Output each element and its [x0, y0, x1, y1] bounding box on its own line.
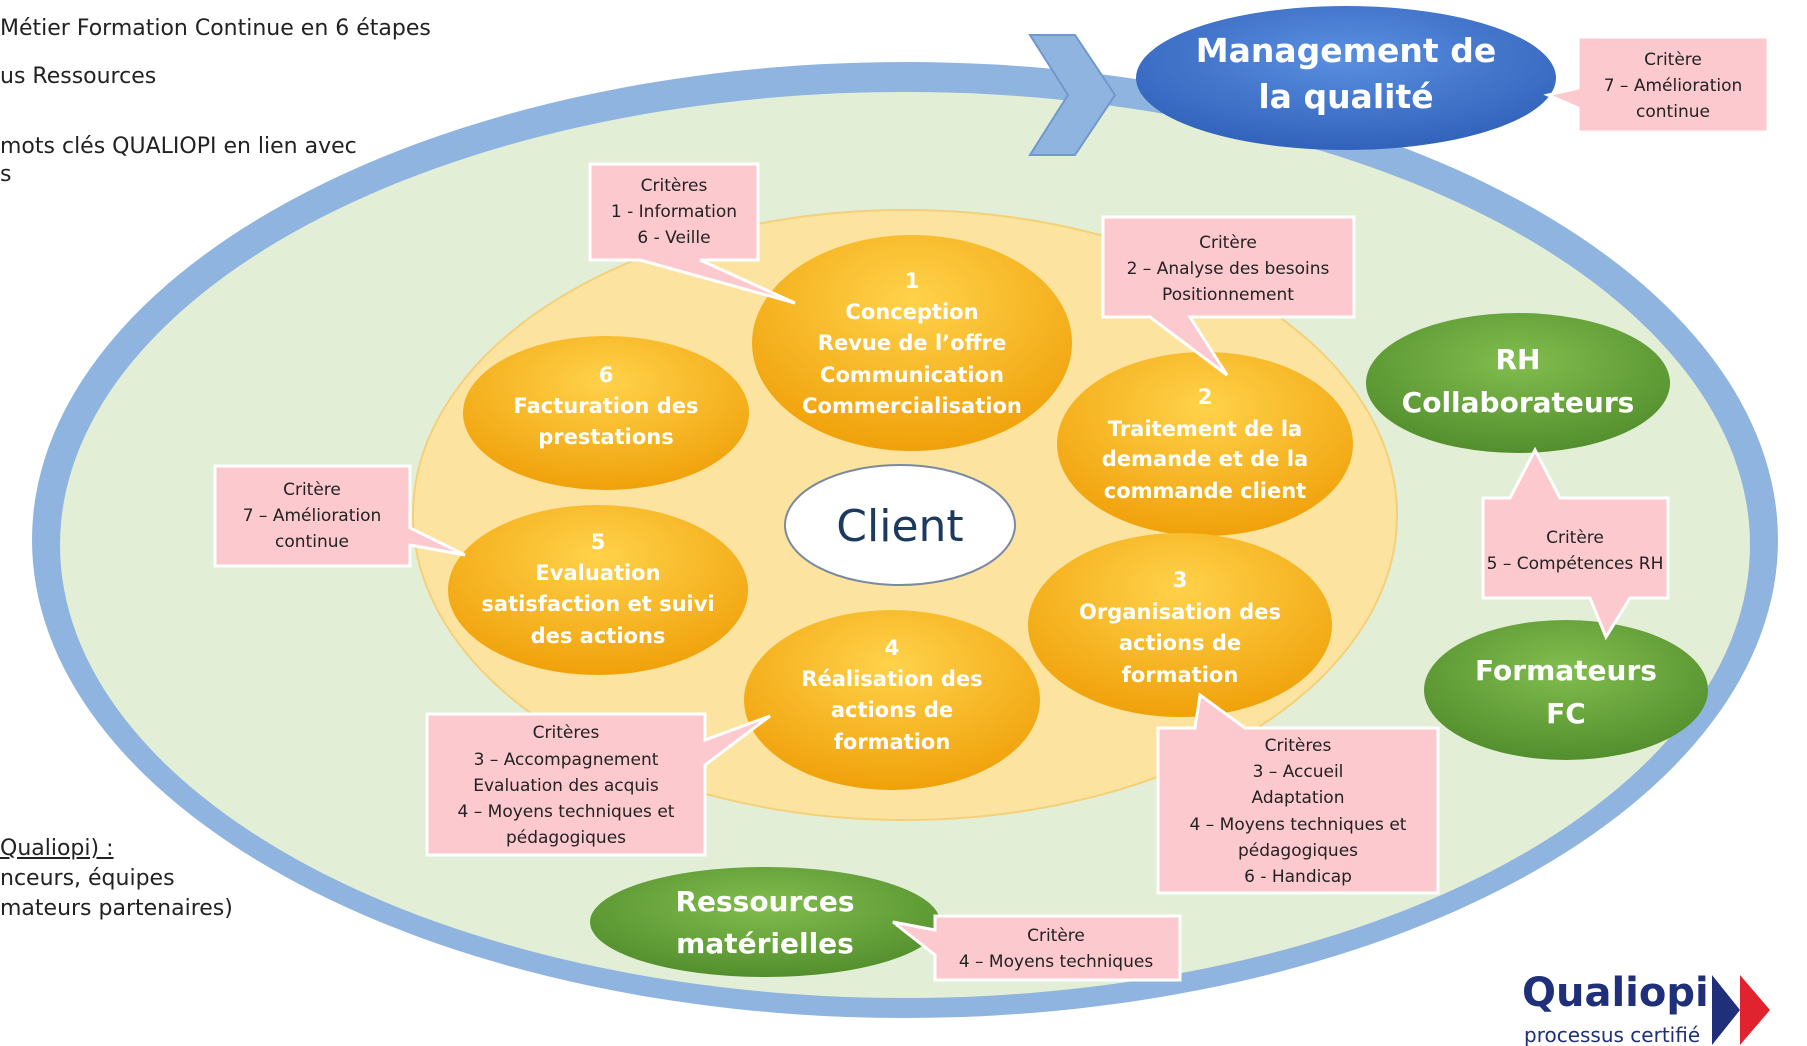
step-3-number: 3	[1173, 568, 1188, 592]
svg-text:pédagogiques: pédagogiques	[1238, 841, 1358, 861]
step-1-line-4: Commercialisation	[802, 394, 1022, 418]
step-2-line-3: commande client	[1104, 479, 1306, 503]
step-4-line-2: actions de	[831, 698, 953, 722]
svg-text:7 – Amélioration: 7 – Amélioration	[1604, 76, 1743, 96]
ressources-materielles: Ressources matérielles	[590, 867, 940, 977]
svg-text:Adaptation: Adaptation	[1252, 788, 1345, 808]
svg-text:Critère: Critère	[283, 480, 341, 500]
step-5-number: 5	[591, 530, 606, 554]
materielles-line-2: matérielles	[676, 927, 854, 960]
rh-line-1: RH	[1496, 343, 1541, 376]
management-line-2: la qualité	[1258, 77, 1433, 116]
step-6-line-1: Facturation des	[514, 394, 699, 418]
step-5-line-2: satisfaction et suivi	[481, 592, 714, 616]
svg-text:Critère: Critère	[1199, 233, 1257, 253]
callout-competences: Critère 5 – Compétences RH	[1481, 446, 1670, 641]
left-note-5: Qualiopi) :	[0, 836, 114, 861]
svg-text:Critère: Critère	[1644, 50, 1702, 70]
svg-text:Evaluation des acquis: Evaluation des acquis	[473, 776, 659, 796]
svg-text:Critère: Critère	[1027, 926, 1085, 946]
logo-arrow-blue-icon	[1712, 975, 1740, 1045]
svg-text:continue: continue	[1636, 102, 1710, 122]
formateurs-line-2: FC	[1546, 697, 1586, 730]
svg-text:3 – Accueil: 3 – Accueil	[1253, 762, 1344, 782]
callout-amelioration-left: Critère 7 – Amélioration continue	[213, 464, 466, 568]
step-2-number: 2	[1198, 385, 1213, 409]
svg-text:4 – Moyens techniques: 4 – Moyens techniques	[959, 952, 1154, 972]
callout-analyse: Critère 2 – Analyse des besoins Position…	[1101, 215, 1356, 377]
left-note-3: mots clés QUALIOPI en lien avec	[0, 134, 357, 159]
logo-name: Qualiopi	[1522, 970, 1709, 1016]
step-5-line-1: Evaluation	[535, 561, 660, 585]
svg-text:pédagogiques: pédagogiques	[506, 828, 626, 848]
callout-accompagnement: Critères 3 – Accompagnement Evaluation d…	[425, 712, 771, 857]
left-note-4: s	[0, 162, 12, 187]
svg-text:4 – Moyens techniques et: 4 – Moyens techniques et	[1190, 815, 1407, 835]
rh-collaborateurs: RH Collaborateurs	[1366, 313, 1670, 453]
step-6: 6 Facturation des prestations	[463, 336, 749, 490]
step-3-line-2: actions de	[1119, 631, 1241, 655]
callout-accueil: Critères 3 – Accueil Adaptation 4 – Moye…	[1156, 692, 1440, 895]
step-1-line-3: Communication	[820, 363, 1004, 387]
svg-text:Critères: Critères	[641, 176, 708, 196]
client-label: Client	[836, 501, 963, 552]
step-1: 1 Conception Revue de l’offre Communicat…	[752, 235, 1072, 451]
svg-text:3 – Accompagnement: 3 – Accompagnement	[474, 750, 659, 770]
svg-text:2 – Analyse des besoins: 2 – Analyse des besoins	[1127, 259, 1330, 279]
left-note-7: mateurs partenaires)	[0, 896, 233, 921]
step-6-line-2: prestations	[538, 425, 673, 449]
callout-amelioration-top: Critère 7 – Amélioration continue	[1543, 35, 1770, 134]
svg-text:6 - Handicap: 6 - Handicap	[1244, 867, 1352, 887]
svg-text:5 – Compétences RH: 5 – Compétences RH	[1487, 554, 1664, 574]
step-2-line-2: demande et de la	[1102, 447, 1308, 471]
svg-text:Critère: Critère	[1546, 528, 1604, 548]
step-4: 4 Réalisation des actions de formation	[744, 610, 1040, 790]
left-note-2: us Ressources	[0, 64, 157, 89]
step-5-line-3: des actions	[531, 624, 666, 648]
left-note-6: nceurs, équipes	[0, 866, 175, 891]
ring-arrow-icon	[1028, 34, 1117, 156]
step-6-number: 6	[599, 363, 614, 387]
callout-information: Critères 1 - Information 6 - Veille	[588, 162, 796, 305]
step-2: 2 Traitement de la demande et de la comm…	[1057, 352, 1353, 536]
logo-tagline: processus certifié	[1524, 1023, 1700, 1046]
svg-text:continue: continue	[275, 532, 349, 552]
step-3: 3 Organisation des actions de formation	[1028, 533, 1332, 717]
svg-text:Critères: Critères	[533, 723, 600, 743]
formateurs-fc: Formateurs FC	[1424, 620, 1708, 760]
formateurs-line-1: Formateurs	[1475, 654, 1657, 687]
left-note-1: Métier Formation Continue en 6 étapes	[0, 16, 431, 41]
callout-moyens: Critère 4 – Moyens techniques	[892, 914, 1182, 982]
step-5: 5 Evaluation satisfaction et suivi des a…	[448, 505, 748, 675]
step-2-line-1: Traitement de la	[1108, 417, 1302, 441]
qualiopi-logo: Qualiopi processus certifié	[1522, 970, 1770, 1046]
step-3-line-1: Organisation des	[1079, 600, 1281, 624]
svg-text:6 - Veille: 6 - Veille	[637, 228, 710, 248]
step-3-line-3: formation	[1122, 663, 1239, 687]
step-1-line-1: Conception	[845, 300, 978, 324]
step-4-number: 4	[885, 636, 900, 660]
svg-text:4 – Moyens techniques et: 4 – Moyens techniques et	[458, 802, 675, 822]
materielles-line-1: Ressources	[675, 885, 854, 918]
logo-arrow-red-icon	[1740, 975, 1770, 1045]
management-qualite: Management de la qualité	[1136, 6, 1556, 150]
svg-text:7 – Amélioration: 7 – Amélioration	[243, 506, 382, 526]
step-4-line-3: formation	[834, 730, 951, 754]
svg-text:Positionnement: Positionnement	[1162, 285, 1294, 305]
client-ellipse	[784, 464, 1016, 586]
step-1-number: 1	[905, 269, 920, 293]
step-1-line-2: Revue de l’offre	[818, 331, 1006, 355]
svg-text:1 - Information: 1 - Information	[611, 202, 737, 222]
svg-text:Critères: Critères	[1265, 736, 1332, 756]
step-4-line-1: Réalisation des	[801, 667, 982, 691]
rh-line-2: Collaborateurs	[1402, 386, 1635, 419]
management-line-1: Management de	[1196, 31, 1496, 70]
